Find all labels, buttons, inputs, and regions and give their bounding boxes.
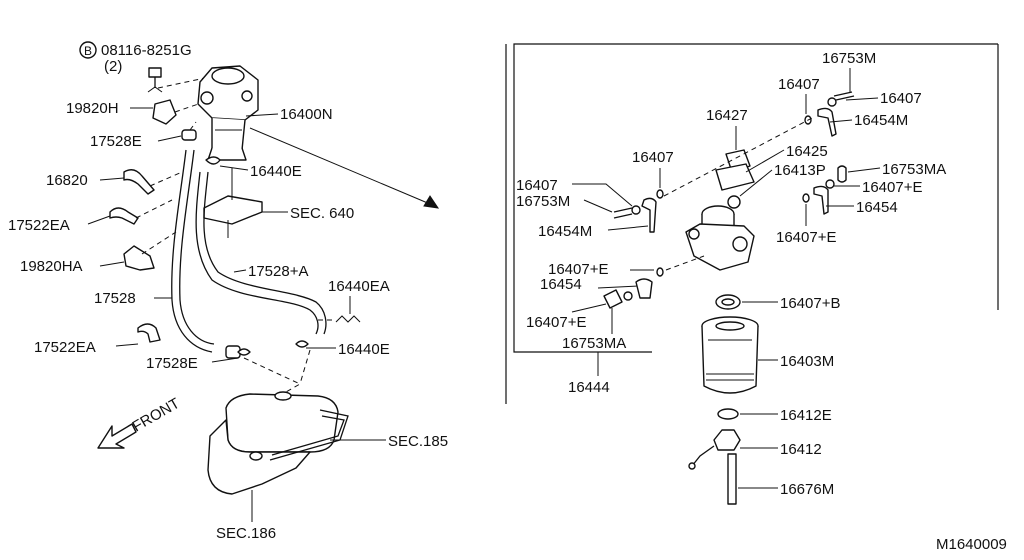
- bolt-16753m-left-icon: [613, 207, 633, 219]
- label-r16444: 16444: [568, 379, 610, 396]
- label-16440e-top: 16440E: [250, 163, 302, 180]
- detail-view: 16753M 16407 16407 16454M 16427 16425 16…: [505, 43, 999, 505]
- clip-17528e-top-icon: [181, 129, 197, 141]
- label-r16425: 16425: [786, 143, 828, 160]
- banjo-16454-left-icon: [635, 278, 653, 299]
- label-r16753ma-right: 16753MA: [882, 161, 946, 178]
- clamp-16440ea-icon: [335, 315, 361, 323]
- bolt-16753ma-right-icon: [837, 165, 847, 183]
- label-sec-640: SEC. 640: [290, 205, 354, 222]
- label-r16676m: 16676M: [780, 481, 834, 498]
- label-sec-185: SEC.185: [388, 433, 448, 450]
- bolt-16753ma-bottom-icon: [603, 289, 623, 309]
- bolt-part-number: 08116-8251G: [101, 42, 192, 59]
- label-r16407-a: 16407: [778, 76, 820, 93]
- oring-16412e-icon: [717, 408, 739, 420]
- detail-frame: [513, 43, 998, 353]
- label-16400n: 16400N: [280, 106, 333, 123]
- bolt-leader: [157, 77, 206, 89]
- clamp-16440e-top-icon: [205, 156, 221, 165]
- label-19820ha: 19820HA: [20, 258, 83, 275]
- label-r16753m-top: 16753M: [822, 50, 876, 67]
- banjo-16454m-right-icon: [817, 107, 837, 137]
- label-r16454m-left: 16454M: [538, 223, 592, 240]
- label-r16454-left: 16454: [540, 276, 582, 293]
- label-r16407e-c: 16407+E: [548, 261, 608, 278]
- label-r16753ma-bottom: 16753MA: [562, 335, 626, 352]
- label-r16454m-right: 16454M: [854, 112, 908, 129]
- label-r16407e-b: 16407+E: [776, 229, 836, 246]
- label-r16407e-a: 16407+E: [862, 179, 922, 196]
- priming-pump-16413p-icon: [727, 195, 741, 209]
- drain-plug-16676m-icon: [727, 453, 737, 505]
- banjo-16454-right-icon: [813, 185, 829, 215]
- label-17528: 17528: [94, 290, 136, 307]
- label-17528e-top: 17528E: [90, 133, 142, 150]
- b-marker-circle: [79, 41, 97, 59]
- hose-17528a-icon: [195, 171, 319, 335]
- bolt-16753m-icon: [833, 91, 855, 101]
- label-r16407-c: 16407: [632, 149, 674, 166]
- label-16440e-bottom: 16440E: [338, 341, 390, 358]
- label-r16413p: 16413P: [774, 162, 826, 179]
- clip-17522ea-bottom-icon: [137, 323, 161, 343]
- filter-head-16444-icon: [685, 205, 755, 271]
- filter-element-16403m-icon: [701, 316, 759, 394]
- bolt-spec: B 08116-8251G (2): [79, 41, 192, 75]
- label-r16407-b: 16407: [880, 90, 922, 107]
- clip-16820-icon: [123, 169, 155, 195]
- label-16440ea: 16440EA: [328, 278, 390, 295]
- label-17522ea-top: 17522EA: [8, 217, 70, 234]
- figure-code: M1640009: [936, 536, 1007, 553]
- label-17522ea-bottom: 17522EA: [34, 339, 96, 356]
- b-marker-letter: B: [84, 44, 92, 58]
- bolt-icon: [147, 67, 163, 93]
- label-r16753m-left: 16753M: [516, 193, 570, 210]
- detail-pointer-arrow: [249, 127, 431, 205]
- label-r16412e: 16412E: [780, 407, 832, 424]
- front-arrow-icon: [97, 423, 137, 449]
- clip-17522ea-top-icon: [109, 207, 139, 225]
- clamp-16440e-bottom-icon: [295, 340, 309, 348]
- label-r16407b: 16407+B: [780, 295, 840, 312]
- label-r16407-left: 16407: [516, 177, 558, 194]
- label-17528e-bottom: 17528E: [146, 355, 198, 372]
- label-r16403m: 16403M: [780, 353, 834, 370]
- banjo-16454m-left-icon: [641, 197, 657, 233]
- label-r16454-right: 16454: [856, 199, 898, 216]
- fuel-filter-body-icon: [197, 65, 259, 161]
- bracket-19820ha-icon: [123, 245, 155, 271]
- sensor-16412-icon: [688, 429, 741, 470]
- label-r16412: 16412: [780, 441, 822, 458]
- label-r16427: 16427: [706, 107, 748, 124]
- label-17528a: 17528+A: [248, 263, 308, 280]
- bracket-19820h-icon: [152, 99, 177, 125]
- hose-17528-icon: [171, 149, 213, 353]
- label-19820h: 19820H: [66, 100, 119, 117]
- fuel-tank-icon: [207, 391, 349, 495]
- label-front: FRONT: [130, 395, 183, 436]
- label-r16407e-d: 16407+E: [526, 314, 586, 331]
- bolt-quantity: (2): [104, 58, 122, 75]
- label-sec-186: SEC.186: [216, 525, 276, 542]
- label-16820: 16820: [46, 172, 88, 189]
- left-assembly: B 08116-8251G (2) 19820H 16400N: [8, 41, 448, 542]
